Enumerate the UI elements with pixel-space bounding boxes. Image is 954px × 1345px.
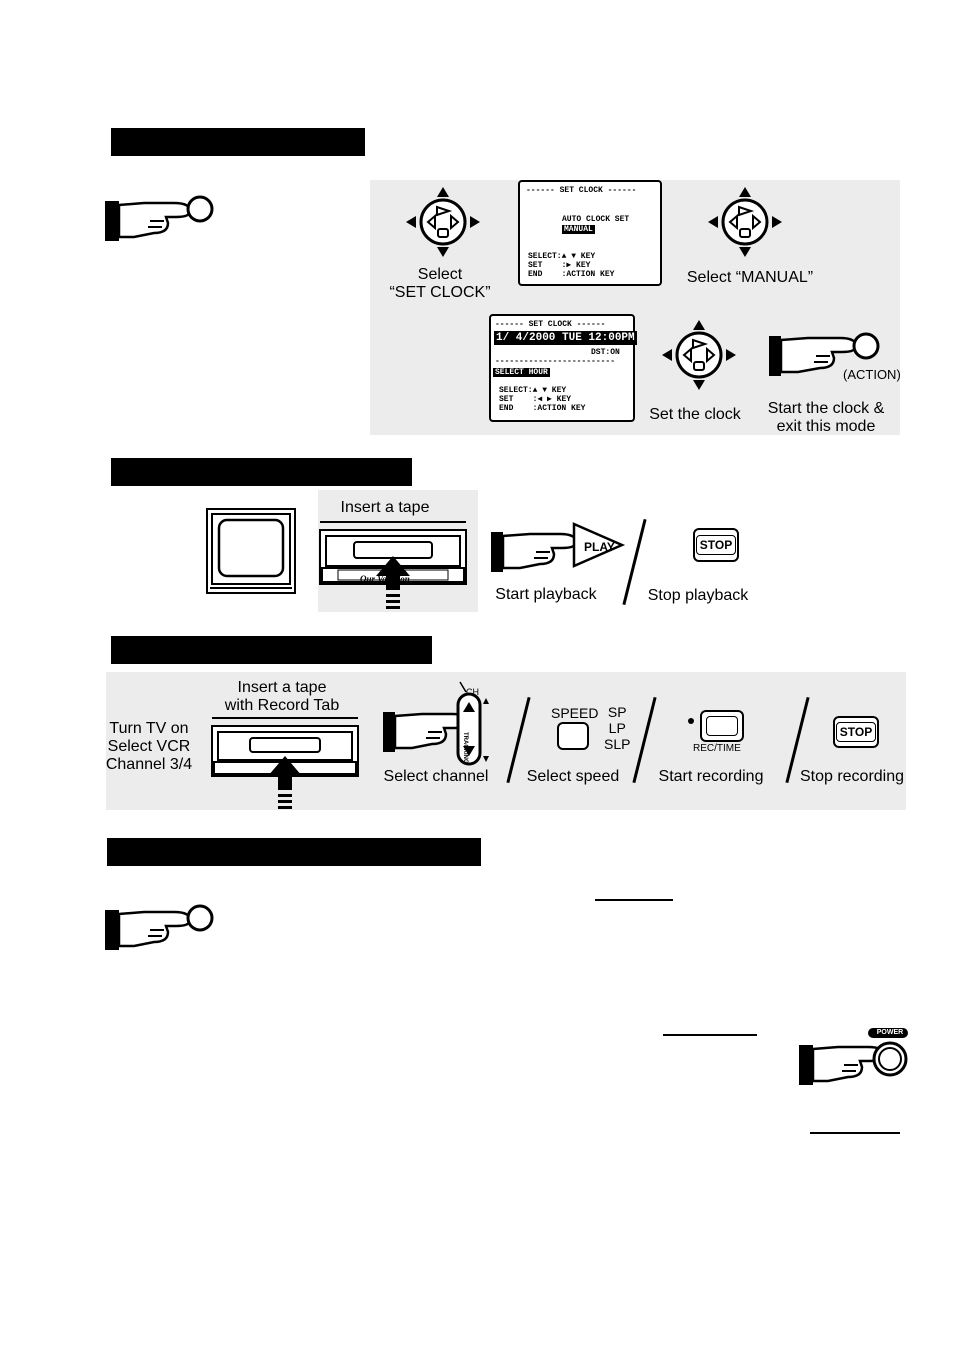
caption-select-speed: Select speed bbox=[526, 768, 620, 785]
set-clock-menu-screen: ------ SET CLOCK ------ AUTO CLOCK SET M… bbox=[518, 180, 662, 286]
caption-insert-tape: Insert a tape bbox=[340, 499, 430, 516]
vcr-tape-insert-icon bbox=[319, 521, 467, 609]
rec-time-label: REC/TIME bbox=[693, 743, 741, 754]
caption-select-manual: Select “MANUAL” bbox=[686, 269, 814, 286]
caption-select-channel: Select channel bbox=[383, 768, 489, 785]
section-header-bar-timer bbox=[107, 838, 481, 866]
dpad-icon bbox=[662, 320, 736, 390]
hand-press-icon bbox=[105, 195, 214, 241]
dpad-icon bbox=[708, 187, 782, 257]
hand-press-play-icon bbox=[491, 522, 626, 572]
stop-button: STOP bbox=[833, 716, 879, 748]
rec-time-button bbox=[700, 710, 744, 742]
speed-label: SPEED bbox=[551, 705, 599, 721]
section-header-bar-playback bbox=[111, 458, 412, 486]
caption-set-the-clock: Set the clock bbox=[649, 406, 741, 423]
hand-press-power-icon bbox=[799, 1028, 908, 1085]
set-clock-hour-screen: ------ SET CLOCK ------ 1/ 4/2000 TUE 12… bbox=[489, 314, 637, 422]
section-header-bar-recording bbox=[111, 636, 432, 664]
hand-press-channel-icon bbox=[383, 681, 489, 766]
caption-start-recording: Start recording bbox=[658, 768, 764, 785]
action-label: (ACTION) bbox=[843, 367, 901, 382]
tape-label: Our Vacation bbox=[360, 574, 410, 584]
caption-stop-playback: Stop playback bbox=[647, 587, 749, 604]
underline-blank bbox=[595, 899, 673, 901]
speed-options: SP LP SLP bbox=[604, 704, 631, 752]
vcr-tape-insert-icon bbox=[211, 717, 359, 809]
caption-insert-tape-record-tab: Insert a tape with Record Tab bbox=[224, 679, 340, 714]
caption-start-clock: Start the clock & exit this mode bbox=[767, 400, 885, 435]
tv-icon bbox=[206, 508, 296, 594]
hand-press-action-icon bbox=[769, 332, 880, 376]
caption-stop-recording: Stop recording bbox=[799, 768, 905, 785]
speed-button bbox=[557, 722, 589, 750]
caption-select-set-clock: Select “SET CLOCK” bbox=[389, 266, 491, 301]
dpad-icon bbox=[406, 187, 480, 257]
ch-label: CH bbox=[466, 687, 479, 697]
stop-button: STOP bbox=[693, 528, 739, 562]
hand-press-icon bbox=[105, 904, 214, 950]
play-button-label: PLAY bbox=[584, 540, 615, 554]
underline-blank bbox=[810, 1132, 900, 1134]
power-label: POWER bbox=[876, 1029, 904, 1036]
section-header-bar-clock bbox=[111, 128, 365, 156]
caption-start-playback: Start playback bbox=[495, 586, 597, 603]
underline-blank bbox=[663, 1034, 757, 1036]
record-dot-icon bbox=[688, 718, 694, 724]
tracking-label: TRACKING bbox=[462, 732, 468, 764]
caption-turn-tv-on: Turn TV on Select VCR Channel 3/4 bbox=[105, 720, 193, 773]
